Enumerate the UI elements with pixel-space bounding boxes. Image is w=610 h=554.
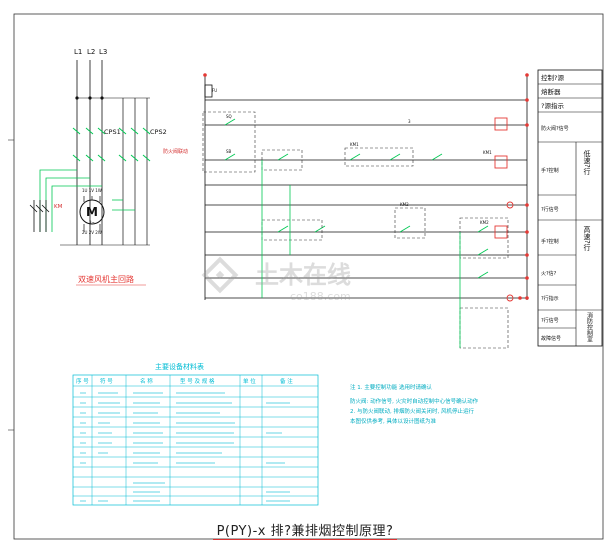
notes-line-0: 防火阀: 动作信号, 火灾时自动控制中心信号确认动作 — [350, 397, 479, 405]
main-circuit: L1 L2 L3 CPS1 CPS2 — [29, 48, 167, 286]
phase-label-l3: L3 — [99, 48, 107, 56]
cabinet-row-4: 火?信? — [541, 270, 557, 277]
watermark: 土木在线 co188.com — [201, 256, 351, 303]
svg-text:2U 2V 2W: 2U 2V 2W — [82, 230, 102, 235]
cabinet-header-1: 熔断器 — [541, 87, 561, 96]
cabinet-row-3: 手?控制 — [541, 238, 559, 245]
watermark-sub: co188.com — [290, 290, 351, 303]
svg-text:KM2: KM2 — [400, 202, 409, 207]
svg-text:防火阀联动: 防火阀联动 — [163, 148, 188, 155]
notes-heading: 注 1. 主要控制功能 选用时请确认 — [350, 383, 432, 391]
cabinet-column: 控制?源 熔断器 ?源指示 防火阀?信号 手?控制 ?行信号 手?控制 火?信?… — [537, 69, 603, 347]
cabinet-row-0: 防火阀?信号 — [541, 125, 569, 132]
notes: 注 1. 主要控制功能 选用时请确认 防火阀: 动作信号, 火灾时自动控制中心信… — [350, 383, 479, 425]
phase-label-l1: L1 — [74, 48, 82, 56]
svg-text:3: 3 — [408, 119, 411, 124]
breaker-cps2-label: CPS2 — [150, 128, 167, 136]
svg-text:SQ: SQ — [226, 114, 232, 119]
svg-text:KM1: KM1 — [483, 150, 492, 155]
motor-sub: 3~ — [89, 220, 95, 225]
figure-caption: P(PY)-x 排?兼排烟控制原理? — [0, 520, 610, 540]
cabinet-row-7: 故障信号 — [541, 335, 561, 342]
svg-text:FU: FU — [212, 88, 217, 93]
table-header-2: 名 称 — [140, 377, 153, 385]
side-label-high-speed: 高速?行 — [583, 225, 591, 252]
table-header-3: 型 号 及 规 格 — [180, 377, 215, 385]
table-header-0: 序 号 — [76, 377, 89, 385]
control-circuit: 防火阀联动 FU SQ SB — [163, 73, 529, 349]
table-header-4: 单 位 — [243, 377, 256, 385]
svg-text:KM: KM — [54, 204, 63, 210]
side-label-low-speed: 低速?行 — [583, 149, 591, 176]
cabinet-header-2: ?源指示 — [541, 101, 564, 110]
main-circuit-caption: 双速风机主回路 — [78, 274, 134, 284]
table-header-1: 符 号 — [100, 377, 113, 385]
sheet-border — [13, 13, 604, 540]
cabinet-row-5: ?行指示 — [541, 295, 559, 302]
equipment-table-title: 主要设备材料表 — [155, 362, 204, 371]
side-label-fire-room: 消防控制室 — [586, 311, 593, 342]
svg-text:1U 1V 1W: 1U 1V 1W — [82, 188, 102, 193]
table-header-5: 备 注 — [280, 377, 293, 385]
motor-label: M — [86, 205, 98, 219]
notes-line-1: 2. 与防火阀联动, 排烟防火阀关闭时, 风机停止运行 — [350, 407, 474, 415]
svg-text:KM2: KM2 — [480, 220, 489, 225]
watermark-text: 土木在线 — [255, 261, 351, 289]
cabinet-row-2: ?行信号 — [541, 206, 559, 213]
breaker-cps1-label: CPS1 — [104, 128, 121, 136]
cabinet-header-0: 控制?源 — [541, 73, 564, 82]
svg-text:KM1: KM1 — [350, 142, 359, 147]
notes-line-2: 本图仅供参考, 具体以设计图纸为准 — [350, 417, 436, 425]
cabinet-row-1: 手?控制 — [541, 167, 559, 174]
svg-text:SB: SB — [226, 149, 232, 154]
phase-label-l2: L2 — [87, 48, 95, 56]
cabinet-row-6: ?行信号 — [541, 317, 559, 324]
equipment-table: 主要设备材料表 序 号 符 号 名 称 型 号 及 规 格 单 — [72, 362, 319, 506]
